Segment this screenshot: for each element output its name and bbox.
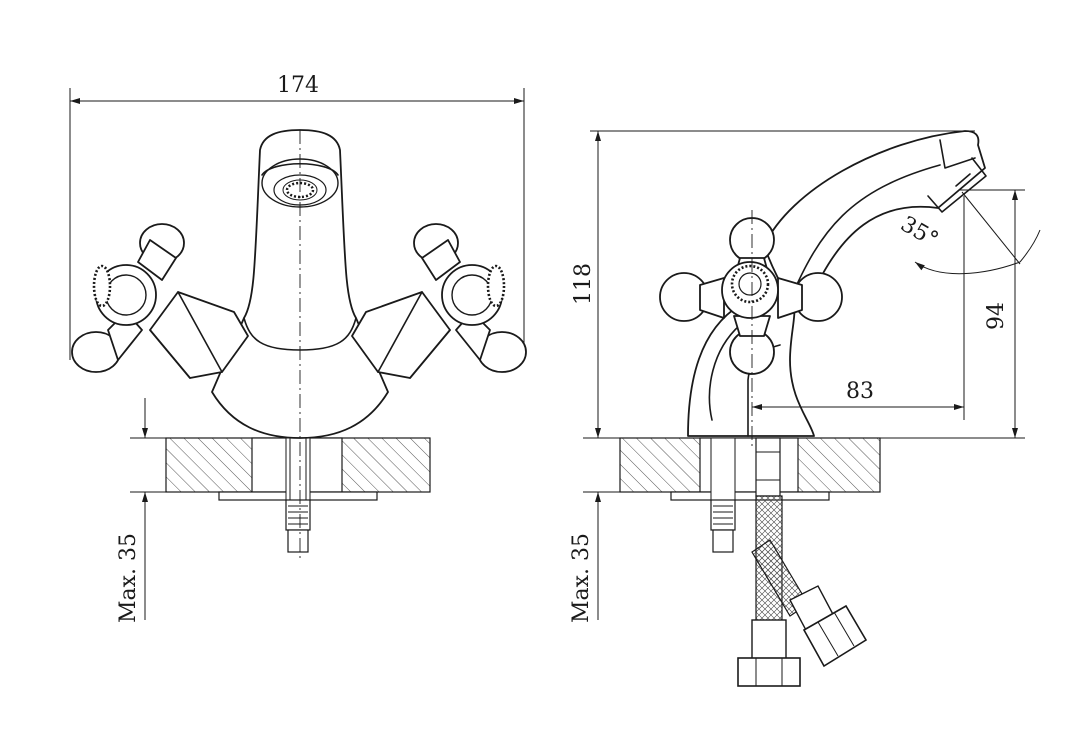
spout-reach-dimension: 83 xyxy=(752,196,965,420)
width-dimension: 174 xyxy=(69,73,525,360)
side-view: 118 xyxy=(569,130,1041,687)
spout-height-label: 94 xyxy=(984,302,1009,330)
flexible-hoses xyxy=(737,495,868,687)
front-max-thickness-dimension: Max. 35 xyxy=(116,398,166,623)
spout-height-dimension: 94 xyxy=(880,189,1025,439)
side-countertop-section xyxy=(619,437,881,553)
height-dimension: 118 xyxy=(571,130,975,438)
front-left-handle xyxy=(71,223,249,379)
width-label: 174 xyxy=(277,73,319,98)
front-max-label: Max. 35 xyxy=(116,533,141,623)
front-faucet-body xyxy=(211,129,389,560)
front-right-handle xyxy=(351,223,527,379)
front-view: 174 xyxy=(69,73,527,623)
height-label: 118 xyxy=(571,263,596,305)
side-faucet-body xyxy=(659,130,987,450)
side-max-thickness-dimension: Max. 35 xyxy=(569,437,620,623)
spout-reach-label: 83 xyxy=(846,379,874,404)
angle-label: 35° xyxy=(896,212,942,253)
front-countertop-section xyxy=(165,437,431,553)
side-max-label: Max. 35 xyxy=(569,533,594,623)
